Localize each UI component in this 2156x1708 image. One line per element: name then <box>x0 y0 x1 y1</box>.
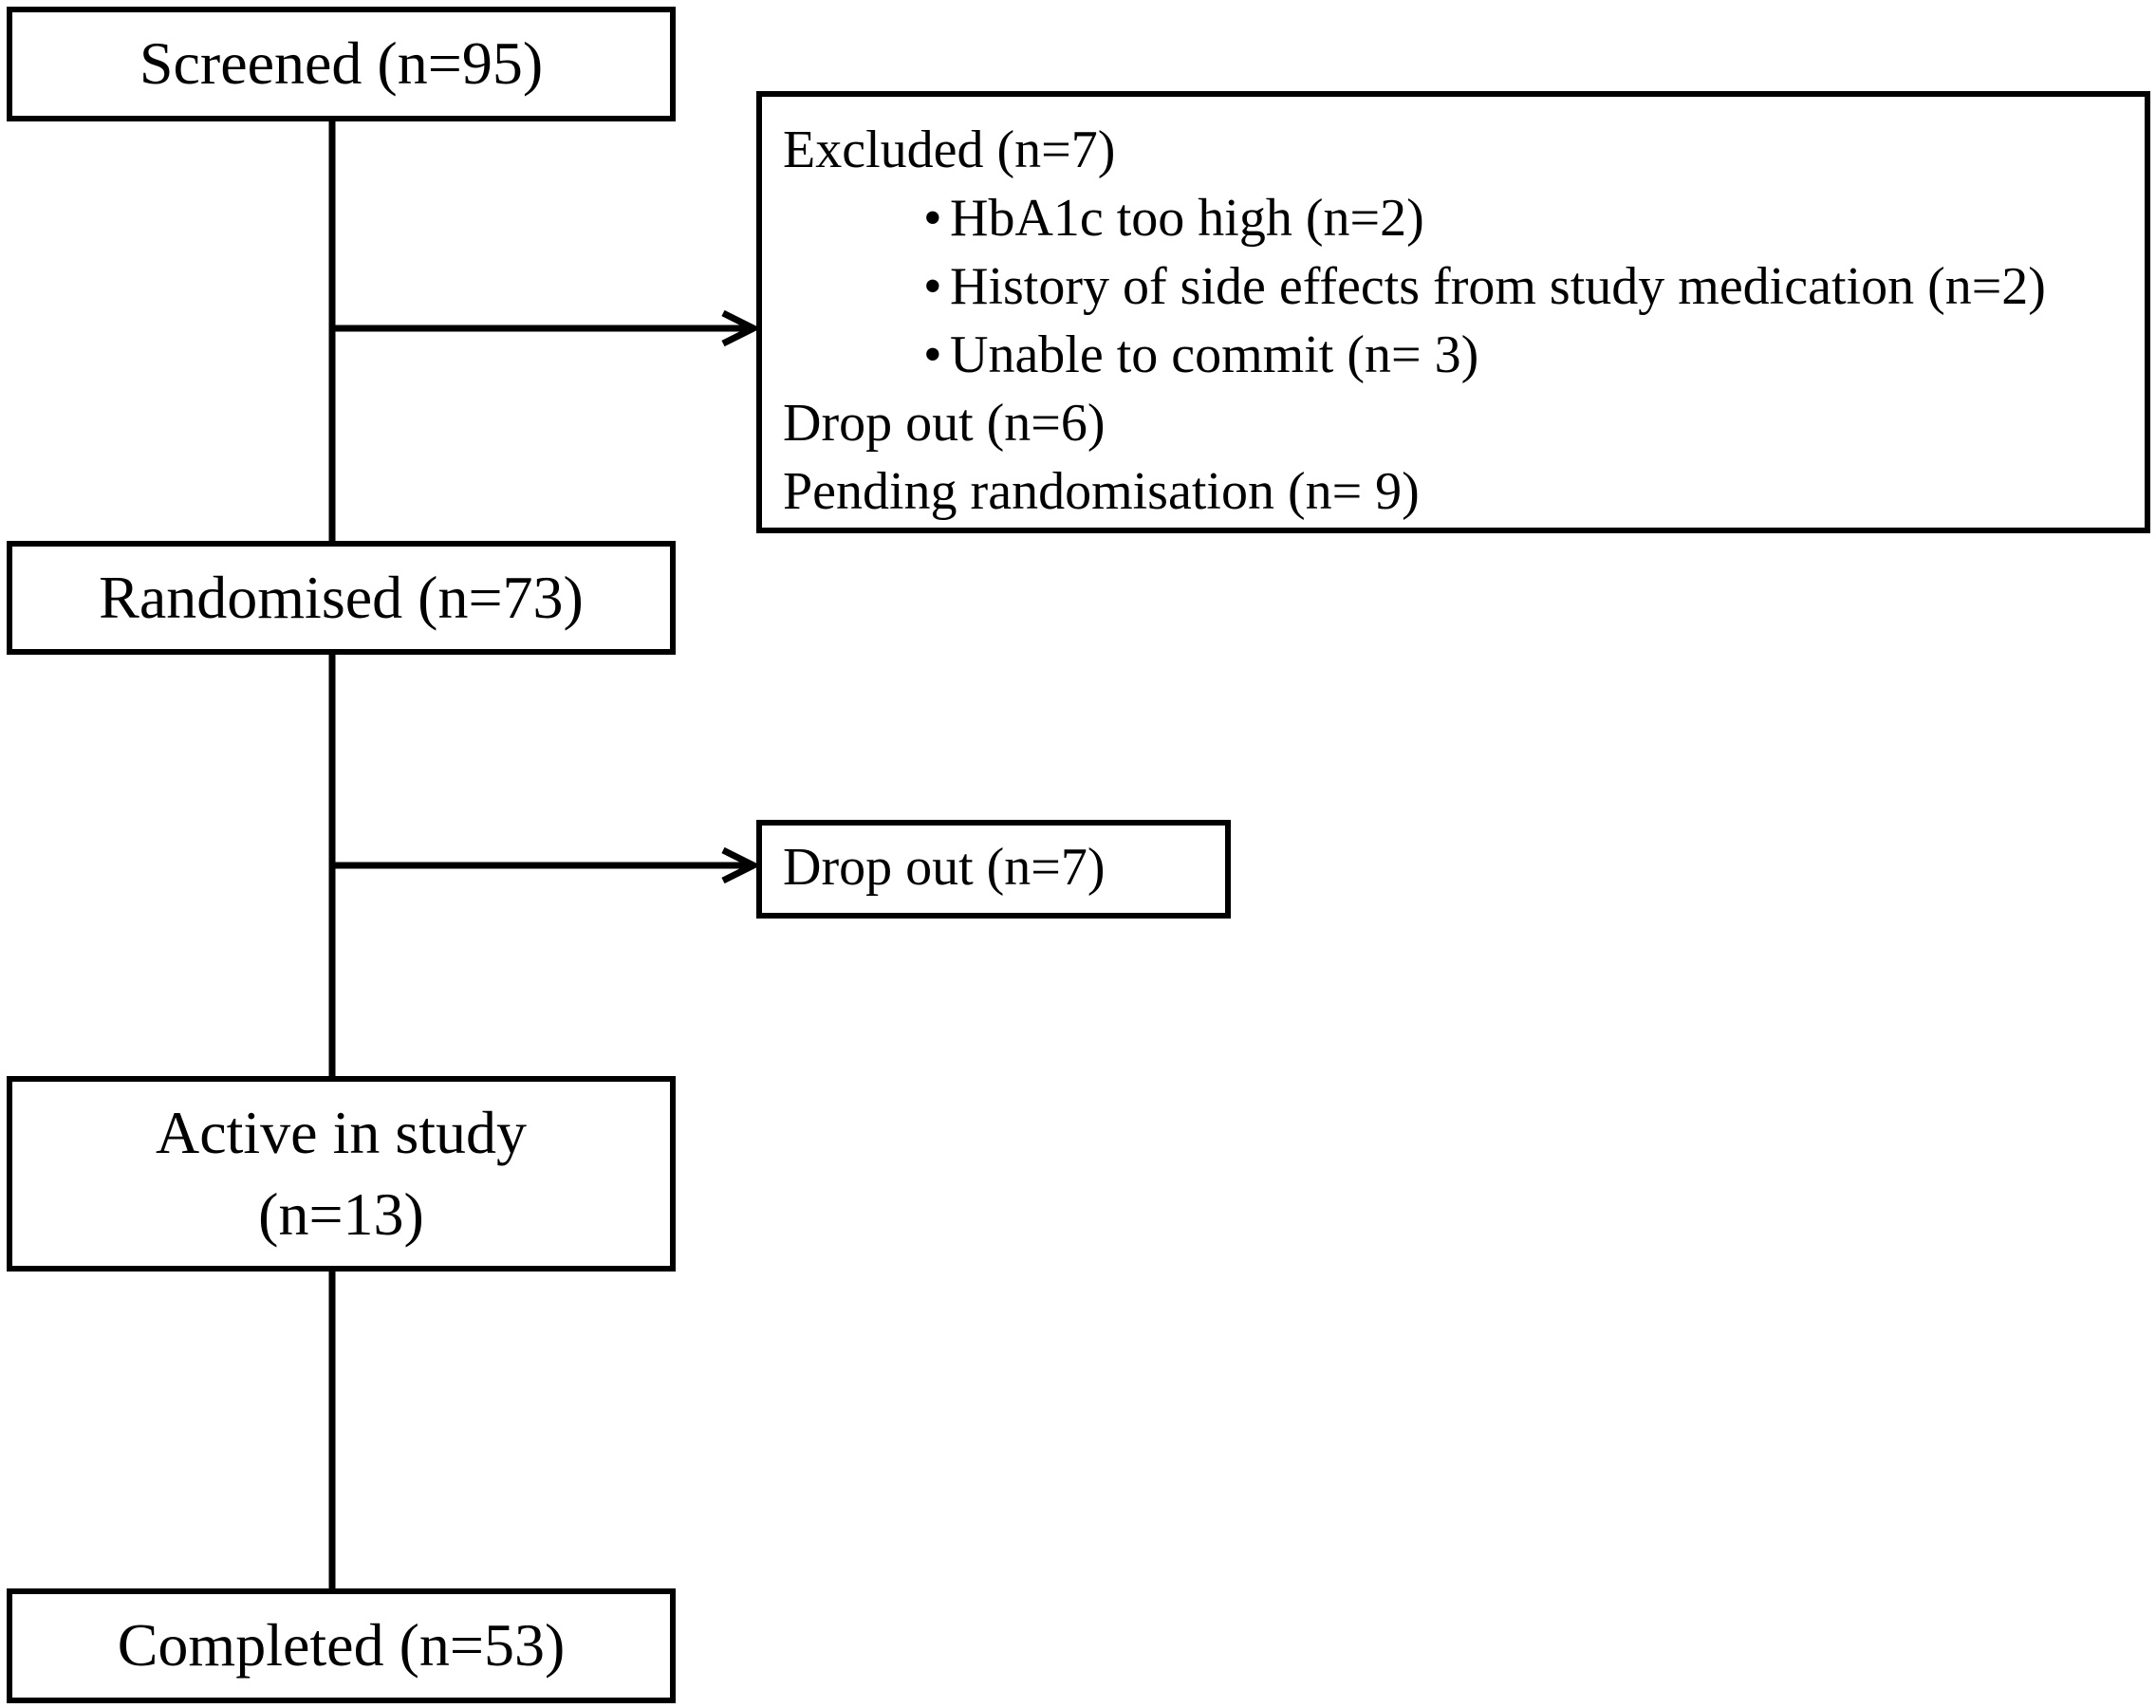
pending-randomisation: Pending randomisation (n= 9) <box>783 462 1420 521</box>
bullet-icon: • <box>923 189 942 248</box>
dropout-box: Drop out (n=7) <box>756 820 1231 919</box>
excluded-reason-text: History of side effects from study medic… <box>950 257 2046 316</box>
pre-randomisation-dropout: Drop out (n=6) <box>783 394 1106 453</box>
active-label: Active in study (n=13) <box>156 1092 527 1256</box>
completed-box: Completed (n=53) <box>7 1588 676 1703</box>
completed-label: Completed (n=53) <box>117 1611 566 1680</box>
excluded-reason-item: •HbA1c too high (n=2) <box>783 184 2145 252</box>
bullet-icon: • <box>923 257 942 316</box>
active-label-line2: (n=13) <box>258 1180 424 1248</box>
excluded-box: Excluded (n=7) •HbA1c too high (n=2) •Hi… <box>756 91 2150 533</box>
active-label-line1: Active in study <box>155 1098 528 1166</box>
randomised-label: Randomised (n=73) <box>99 563 584 631</box>
active-box: Active in study (n=13) <box>7 1076 676 1272</box>
screened-box: Screened (n=95) <box>7 7 676 121</box>
bullet-icon: • <box>923 325 942 384</box>
arrow-to-dropout-head <box>721 846 761 884</box>
randomised-box: Randomised (n=73) <box>7 541 676 655</box>
dropout-label: Drop out (n=7) <box>783 838 1106 897</box>
excluded-reason-item: •Unable to commit (n= 3) <box>783 321 2145 389</box>
excluded-reason-item: •History of side effects from study medi… <box>783 252 2145 321</box>
arrow-to-excluded-head <box>721 309 761 347</box>
excluded-heading: Excluded (n=7) <box>783 121 1116 179</box>
excluded-reason-text: HbA1c too high (n=2) <box>950 189 1424 248</box>
screened-label: Screened (n=95) <box>139 29 544 98</box>
excluded-reason-text: Unable to commit (n= 3) <box>950 325 1479 384</box>
